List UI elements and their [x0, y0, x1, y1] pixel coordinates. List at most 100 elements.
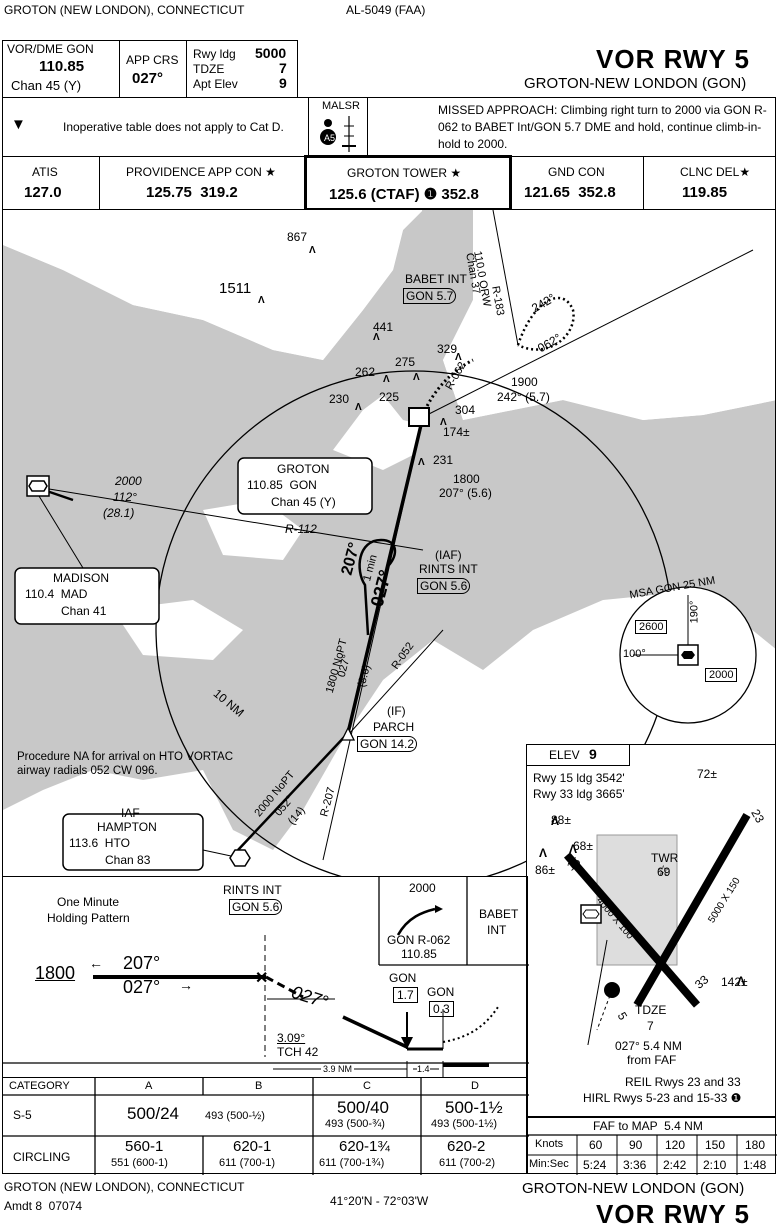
- rints-label: RINTS INT: [419, 562, 478, 576]
- tch: TCH 42: [277, 1045, 319, 1059]
- babet-dme: GON 5.7: [403, 288, 457, 304]
- minsec-label: Min:Sec: [529, 1158, 569, 1170]
- holding-label: Holding Pattern: [47, 911, 130, 925]
- elev-86: 86±: [535, 863, 555, 877]
- svg-text:✕: ✕: [255, 970, 268, 987]
- missed-approach-text: MISSED APPROACH: Climbing right turn to …: [438, 103, 767, 151]
- elev-72: 72±: [697, 767, 717, 781]
- elev-174: 174±: [443, 425, 470, 439]
- tower-cell: GROTON TOWER ★ 125.6 (CTAF) ❶ 352.8: [304, 155, 512, 211]
- elev-275: 275: [395, 355, 416, 369]
- minsec-180: 1:48: [743, 1158, 767, 1172]
- knots-60: 60: [589, 1138, 603, 1152]
- left-arrow: ←: [89, 955, 103, 971]
- note-box: ▼ Inoperative table does not apply to Ca…: [2, 97, 308, 157]
- ma-int: INT: [487, 923, 507, 937]
- madison-crs: 112°: [113, 490, 137, 504]
- apt-elev-label: Apt Elev: [193, 77, 238, 91]
- footer-title: VOR RWY 5: [596, 1199, 750, 1229]
- knots-180: 180: [745, 1138, 766, 1152]
- circ-a-sub: 551 (600-1): [111, 1157, 168, 1169]
- circ-c: 620-1¾: [339, 1138, 390, 1155]
- min-header-d: D: [471, 1080, 479, 1092]
- faf-dist: 027° 5.4 NM: [615, 1039, 682, 1053]
- s5-c-sub: 493 (500-¾): [325, 1118, 385, 1130]
- msa-2600: 2600: [635, 620, 668, 634]
- profile-graphics: ✕: [3, 877, 529, 1077]
- parch-label: PARCH: [373, 720, 415, 734]
- atis-label: ATIS: [32, 165, 58, 179]
- hampton-iaf: IAF: [121, 806, 140, 820]
- circ-b-sub: 611 (700-1): [219, 1157, 276, 1169]
- s5-b-sub: 493 (500-½): [205, 1110, 265, 1122]
- svg-text:Λ: Λ: [737, 974, 745, 988]
- footer-location: GROTON (NEW LONDON), CONNECTICUT: [4, 1180, 245, 1194]
- malsr-label: MALSR: [322, 100, 360, 112]
- hold-alt: 1900: [511, 375, 538, 389]
- s5-label: S-5: [13, 1108, 32, 1122]
- msa-2000: 2000: [705, 668, 738, 682]
- hampton-freq: 113.6 HTO: [69, 836, 130, 850]
- clnc-label: CLNC DEL★: [680, 165, 751, 179]
- babet-int-label: BABET INT: [405, 272, 467, 286]
- svg-text:Λ: Λ: [383, 374, 390, 385]
- profile-gon-03: 0.3: [429, 1001, 454, 1017]
- tdze-value: 7: [647, 1019, 654, 1033]
- hirl-note: HIRL Rwys 5-23 and 15-33 ❶: [583, 1091, 742, 1105]
- faf-title: FAF to MAP 5.4 NM: [593, 1119, 703, 1133]
- triangle-t-icon: ▼: [11, 116, 26, 133]
- dist-1-4: 1.4: [417, 1064, 430, 1074]
- chart-title: VOR RWY 5: [596, 44, 750, 74]
- nav-box: VOR/DME GON 110.85 Chan 45 (Y): [2, 40, 120, 98]
- obstacle-symbols: Λ Λ Λ Λ Λ Λ Λ Λ Λ: [258, 245, 462, 468]
- min-header-b: B: [255, 1080, 263, 1092]
- malsr-box: MALSR A5: [308, 97, 368, 157]
- right-arrow: →: [179, 977, 193, 993]
- airport-diagram: ELEV 9 Rwy 15 ldg 3542' Rwy 33 ldg 3665'…: [526, 744, 776, 1118]
- elev-1511: 1511: [219, 280, 252, 297]
- iaf-label: (IAF): [435, 548, 462, 562]
- msa-100: 100°: [623, 648, 646, 660]
- s5-d-sub: 493 (500-1½): [431, 1118, 498, 1130]
- profile-rints: RINTS INT: [223, 883, 282, 897]
- tdze-label: TDZE: [193, 62, 225, 76]
- elev-230: 230: [329, 392, 350, 406]
- inop-note: Inoperative table does not apply to Cat …: [63, 120, 284, 134]
- madison-label: MADISON: [53, 571, 110, 585]
- svg-text:Λ: Λ: [455, 352, 462, 363]
- faf-table: FAF to MAP 5.4 NM Knots 60 90 120 150 18…: [526, 1116, 777, 1175]
- ma-babet: BABET: [479, 907, 519, 921]
- knots-150: 150: [705, 1138, 726, 1152]
- profile-crs-027: 027°: [123, 977, 161, 997]
- plan-view-graphics: Λ Λ Λ Λ Λ Λ Λ Λ Λ: [3, 210, 775, 876]
- elev-68: 68±: [573, 839, 593, 853]
- circ-a: 560-1: [125, 1138, 164, 1155]
- circ-b: 620-1: [233, 1138, 272, 1155]
- atis-freq: 127.0: [24, 184, 62, 201]
- elev-label: ELEV: [549, 748, 580, 762]
- footer-coords: 41°20'N - 72°03'W: [330, 1194, 429, 1208]
- elev-304: 304: [455, 403, 476, 417]
- providence-freq: 125.75 319.2: [146, 184, 238, 201]
- elev-262: 262: [355, 365, 376, 379]
- procedure-na-note: Procedure NA for arrival on HTO VORTAC a…: [17, 751, 234, 777]
- minsec-90: 3:36: [623, 1158, 647, 1172]
- knots-label: Knots: [535, 1138, 564, 1150]
- elev-231: 231: [433, 453, 454, 467]
- tdze-label: TDZE: [635, 1003, 667, 1017]
- minsec-120: 2:42: [663, 1158, 687, 1172]
- dist-3-9: 3.9 NM: [321, 1064, 355, 1074]
- hold-crs: 242° (5.7): [497, 390, 550, 404]
- profile-gon-1: GON: [389, 971, 417, 985]
- tower-label: GROTON TOWER ★: [347, 166, 462, 180]
- madison-chan: Chan 41: [61, 604, 107, 618]
- footer-amdt: Amdt 8 07074: [4, 1199, 83, 1213]
- s5-ab: 500/24: [127, 1104, 179, 1123]
- profile-rints-dme: GON 5.6: [229, 899, 283, 915]
- if-label: (IF): [387, 704, 406, 718]
- svg-text:Λ: Λ: [413, 372, 420, 383]
- svg-text:Λ: Λ: [539, 846, 547, 860]
- rwy-box: Rwy ldg 5000 TDZE 7 Apt Elev 9: [186, 40, 298, 98]
- profile-gon-17: 1.7: [393, 987, 418, 1003]
- parch-dme: GON 14.2: [357, 736, 418, 752]
